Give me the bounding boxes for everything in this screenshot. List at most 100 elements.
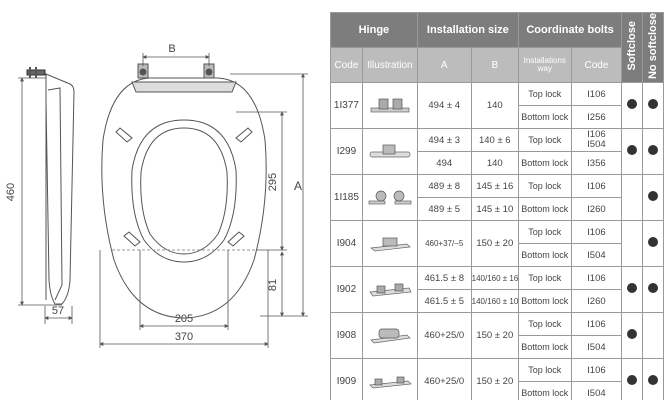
hinge-1i185-icon <box>368 190 412 204</box>
no-softclose-cell <box>642 128 664 176</box>
no-softclose-cell <box>642 174 664 222</box>
bolt-code: I260 <box>570 197 623 222</box>
softclose-cell <box>621 266 644 314</box>
table-row: I902 461.5 ± 8 140/160 ± 16 Top lock I10… <box>330 266 664 314</box>
size-b: 140 <box>470 82 519 130</box>
table-row: 494 140 Bottom lock I356 <box>331 151 664 176</box>
table-row: 1I377 494 ± 4 140 Top lock I106 <box>330 82 664 130</box>
no-softclose-cell <box>642 82 664 130</box>
no-softclose-header: No softclose <box>642 11 664 84</box>
available-dot-icon <box>627 145 638 156</box>
table-row: 461.5 ± 5 140/160 ± 10 Bottom lock I260 <box>331 289 664 314</box>
bolt-code: I106 <box>570 312 623 337</box>
size-a: 461.5 ± 8 <box>416 266 472 291</box>
size-a: 489 ± 5 <box>416 197 472 222</box>
table-row: Bottom lock I504 <box>331 243 664 268</box>
installation-way: Top lock <box>517 174 572 199</box>
size-a: 489 ± 8 <box>416 174 472 199</box>
available-dot-icon <box>648 283 659 294</box>
dim-370-label: 370 <box>175 331 193 343</box>
available-dot-icon <box>627 375 638 386</box>
bolt-code: I106 <box>570 266 623 291</box>
coordinate-group-header: Coordinate bolts <box>517 12 623 48</box>
available-dot-icon <box>627 329 638 340</box>
way-column-header: Installations way <box>517 46 572 84</box>
softclose-header: Softclose <box>621 11 644 84</box>
hinge-illustration <box>361 82 418 130</box>
installation-group-header: Installation size <box>416 12 519 48</box>
bolt-code: I106 <box>570 358 623 383</box>
installation-way: Top lock <box>517 128 572 153</box>
dim-205-label: 205 <box>175 313 193 325</box>
dim-295-label: 295 <box>267 173 279 191</box>
installation-way: Bottom lock <box>517 197 572 222</box>
hinge-illustration <box>361 128 418 176</box>
hinge-illustration <box>361 312 418 360</box>
table-row: I908 460+25/0 150 ± 20 Top lock I106 <box>330 312 664 360</box>
size-b: 140/160 ± 16 <box>470 266 519 291</box>
table-row: Bottom lock I504 <box>331 381 664 400</box>
available-dot-icon <box>648 145 659 156</box>
dim-a-label: A <box>294 179 302 193</box>
hinge-code: I904 <box>330 220 363 268</box>
hinge-group-header: Hinge <box>330 12 418 48</box>
available-dot-icon <box>648 237 659 248</box>
hinge-spec-table: Hinge Installation size Coordinate bolts… <box>330 11 664 400</box>
softclose-cell <box>621 174 644 222</box>
available-dot-icon <box>648 191 659 202</box>
hinge-code: 1I377 <box>330 82 363 130</box>
installation-way: Bottom lock <box>517 243 572 268</box>
softclose-cell <box>621 128 644 176</box>
table-row: I909 460+25/0 150 ± 20 Top lock I106 <box>330 358 664 400</box>
installation-way: Bottom lock <box>517 289 572 314</box>
top-view <box>101 63 267 319</box>
available-dot-icon <box>627 283 638 294</box>
bolt-code: I504 <box>570 335 623 360</box>
hinge-illustration <box>361 174 418 222</box>
size-a: 460+37/−5 <box>416 220 472 268</box>
table-row: 489 ± 5 145 ± 10 Bottom lock I260 <box>331 197 664 222</box>
hinge-illustration <box>361 220 418 268</box>
bolt-code: I106 <box>570 174 623 199</box>
table-row: Bottom lock I504 <box>331 335 664 360</box>
bolt-code-column-header: Code <box>570 46 623 84</box>
a-column-header: A <box>416 46 472 84</box>
hinge-1i377-icon <box>370 98 410 112</box>
bolt-code: I106 <box>570 220 623 245</box>
size-b: 145 ± 16 <box>470 174 519 199</box>
size-a: 461.5 ± 5 <box>416 289 472 314</box>
code-column-header: Code <box>330 46 363 84</box>
hinge-i299-icon <box>369 144 411 157</box>
size-a: 494 ± 4 <box>416 82 472 130</box>
softclose-cell <box>621 312 644 360</box>
hinge-i908-icon <box>370 328 411 343</box>
dimension-labels: B A 460 295 81 57 205 370 <box>5 43 302 343</box>
size-b: 140 <box>470 151 519 176</box>
hinge-bar-icon <box>131 81 237 93</box>
installation-way: Bottom lock <box>517 381 572 400</box>
hinge-i904-icon <box>369 237 411 251</box>
hinge-code: 1I185 <box>330 174 363 222</box>
installation-way: Bottom lock <box>517 105 572 130</box>
bolt-code: I256 <box>570 105 623 130</box>
seat-technical-drawing: B A 460 295 81 57 205 370 <box>5 43 308 348</box>
available-dot-icon <box>648 375 659 386</box>
installation-way: Top lock <box>517 82 572 107</box>
hinge-code: I299 <box>330 128 363 176</box>
available-dot-icon <box>627 99 638 110</box>
side-view <box>26 67 75 305</box>
dim-460-label: 460 <box>5 183 17 201</box>
table-row: Bottom lock I256 <box>331 105 664 130</box>
dim-81-label: 81 <box>267 279 279 291</box>
b-column-header: B <box>470 46 519 84</box>
installation-way: Top lock <box>517 220 572 245</box>
bolt-code: I504 <box>570 243 623 268</box>
installation-way: Bottom lock <box>517 151 572 176</box>
no-softclose-cell <box>642 266 664 314</box>
softclose-cell <box>621 358 644 400</box>
table-row: I904 460+37/−5 150 ± 20 Top lock I106 <box>330 220 664 268</box>
hinge-illustration <box>361 266 418 314</box>
installation-way: Top lock <box>517 312 572 337</box>
bolt-code: I356 <box>570 151 623 176</box>
